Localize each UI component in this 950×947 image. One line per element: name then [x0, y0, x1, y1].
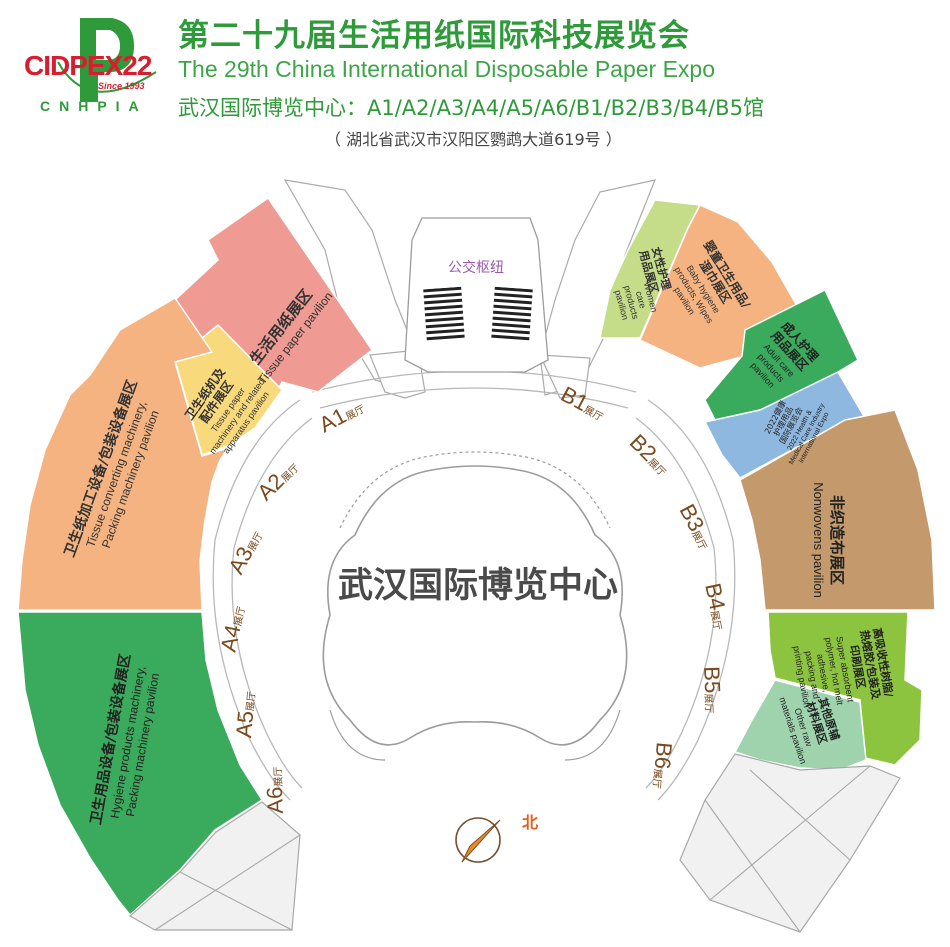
logo-since: Since 1993 — [98, 81, 145, 91]
cidpex-logo: CIDPEX22 Since 1993 CNHPIA — [18, 14, 168, 124]
hall-label-b3: B3展厅 — [675, 500, 719, 553]
zone-nonwovens-text: 非织造布展区 Nonwovens pavilion — [811, 482, 846, 598]
zone-tissue-converting[interactable] — [17, 297, 230, 611]
center-name: 武汉国际博览中心 — [338, 566, 618, 606]
hall-label-b6: B6展厅 — [648, 741, 677, 790]
hall-label-a5: A5展厅 — [231, 690, 260, 739]
transit-hub-label: 公交枢纽 — [448, 259, 504, 276]
zone-women-care-en: Women care products pavilion — [613, 281, 660, 321]
zone-sap-text: 高吸收性树脂/ 热熔胶/包装及 印刷展区 Super absorbent pol… — [791, 627, 896, 709]
compass-label: 北 — [522, 813, 538, 832]
hall-label-b4: B4展厅 — [700, 581, 734, 632]
venue-address: （ 湖北省武汉市汉阳区鹦鹉大道619号 ） — [325, 130, 622, 149]
hall-label-b5: B5展厅 — [699, 666, 726, 714]
logo-name: CIDPEX22 — [24, 50, 152, 81]
zone-left-empty — [128, 801, 301, 931]
hall-label-a2: A2展厅 — [252, 454, 303, 505]
page-title-en: The 29th China International Disposable … — [178, 56, 716, 82]
hall-label-a6: A6展厅 — [261, 766, 288, 814]
page-title-cn: 第二十九届生活用纸国际科技展览会 — [178, 18, 690, 54]
venue-halls: 武汉国际博览中心：A1/A2/A3/A4/A5/A6/B1/B2/B3/B4/B… — [178, 96, 764, 120]
zone-sap[interactable] — [767, 611, 923, 766]
zone-hygiene-machinery[interactable] — [17, 611, 264, 917]
hall-label-a1: A1展厅 — [315, 393, 368, 437]
zone-nonwovens-cn: 非织造布展区 — [828, 495, 846, 585]
hall-label-a4: A4展厅 — [216, 603, 250, 654]
hall-label-b2: B2展厅 — [625, 429, 676, 480]
hall-label-a3: A3展厅 — [223, 525, 267, 578]
compass-icon — [455, 817, 501, 863]
zone-nonwovens-en: Nonwovens pavilion — [811, 482, 826, 598]
zone-nonwovens[interactable] — [739, 409, 936, 611]
logo-org: CNHPIA — [40, 98, 148, 114]
transit-hub — [404, 217, 549, 373]
zone-women-care-en2: care — [634, 290, 648, 310]
zone-right-empty — [679, 753, 901, 933]
central-building — [322, 451, 628, 761]
zone-adult-care-text: 成人护理 用品展区 Adult care products pavilion — [749, 318, 822, 389]
logo-p-mark-icon — [57, 18, 157, 102]
building-outline-left — [283, 179, 426, 399]
zone-raw-materials[interactable] — [733, 679, 867, 771]
